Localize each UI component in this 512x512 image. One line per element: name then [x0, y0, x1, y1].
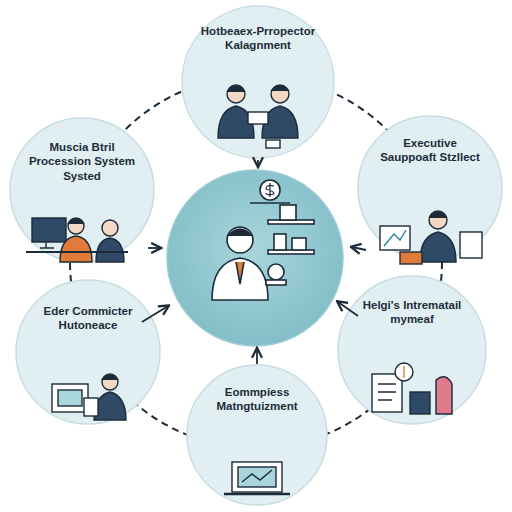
circle-label: Eder Commicter Hutoneace: [32, 304, 144, 333]
topic-circle: Muscia Btril Procession System Systed: [10, 118, 154, 262]
document-figure: [372, 363, 452, 414]
circle-grounds: [10, 6, 502, 505]
circle-label: Hotbeaex-Prropector Kalagnment: [196, 24, 320, 53]
monitor-figure: [52, 374, 126, 420]
circle-label: Executive Sauppoaft Stzllect: [380, 136, 480, 165]
circle-label: Eommpiess Matngtuizment: [201, 385, 313, 414]
circle-label: Muscia Btril Procession System Systed: [26, 140, 138, 183]
desk-figure: [26, 218, 128, 262]
center-figure: [212, 180, 314, 300]
topic-circle: Eder Commicter Hutoneace: [16, 280, 160, 424]
topic-circle: Executive Sauppoaft Stzllect: [358, 116, 502, 260]
topic-circle: Helgi's Intrematail mymeaf: [338, 276, 486, 424]
meeting-figure: [218, 85, 298, 148]
circle-label: Helgi's Intrematail mymeaf: [354, 298, 470, 327]
arrows: [142, 160, 366, 364]
topic-circle: Hotbeaex-Prropector Kalagnment: [182, 6, 334, 158]
center-circle: [167, 170, 343, 346]
laptop-figure: [224, 462, 290, 494]
executive-figure: [380, 211, 482, 264]
topic-circle: Eommpiess Matngtuizment: [187, 365, 327, 505]
